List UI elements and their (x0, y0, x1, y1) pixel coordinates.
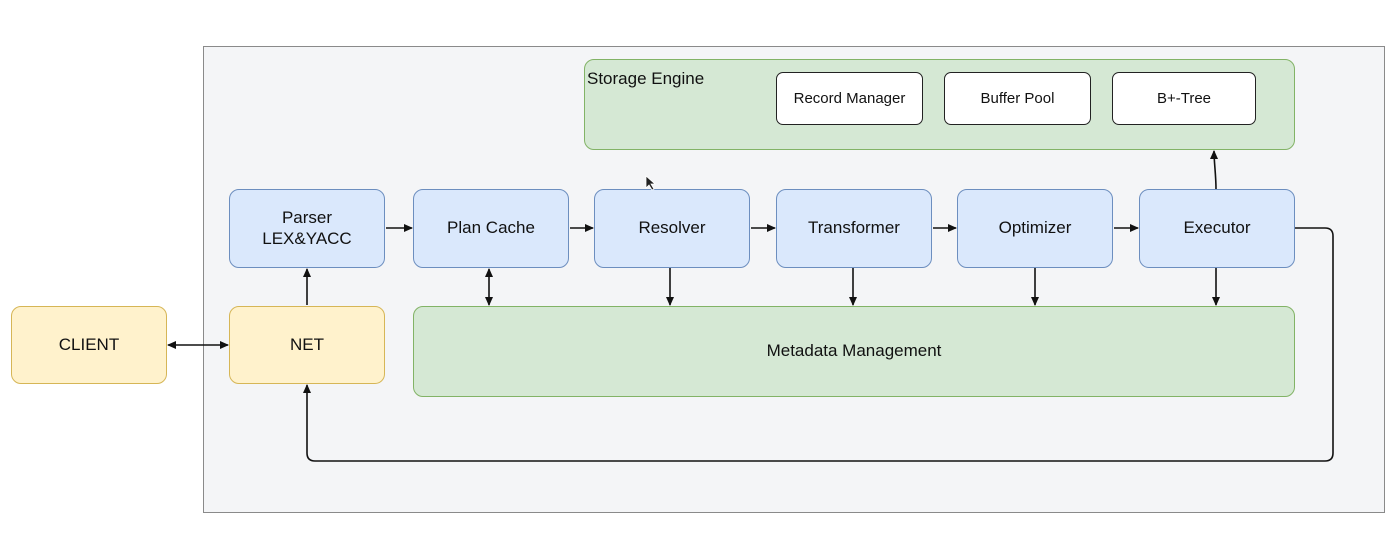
resolver-box[interactable]: Resolver (594, 189, 750, 268)
buffer-pool-box[interactable]: Buffer Pool (944, 72, 1091, 125)
net-box[interactable]: NET (229, 306, 385, 384)
optimizer-box[interactable]: Optimizer (957, 189, 1113, 268)
executor-box[interactable]: Executor (1139, 189, 1295, 268)
storage-engine-label: Storage Engine (587, 69, 705, 88)
transformer-box[interactable]: Transformer (776, 189, 932, 268)
client-box[interactable]: CLIENT (11, 306, 167, 384)
metadata-management-box[interactable]: Metadata Management (413, 306, 1295, 397)
parser-box[interactable]: Parser LEX&YACC (229, 189, 385, 268)
record-manager-box[interactable]: Record Manager (776, 72, 923, 125)
plan-cache-box[interactable]: Plan Cache (413, 189, 569, 268)
bplus-tree-box[interactable]: B+-Tree (1112, 72, 1256, 125)
